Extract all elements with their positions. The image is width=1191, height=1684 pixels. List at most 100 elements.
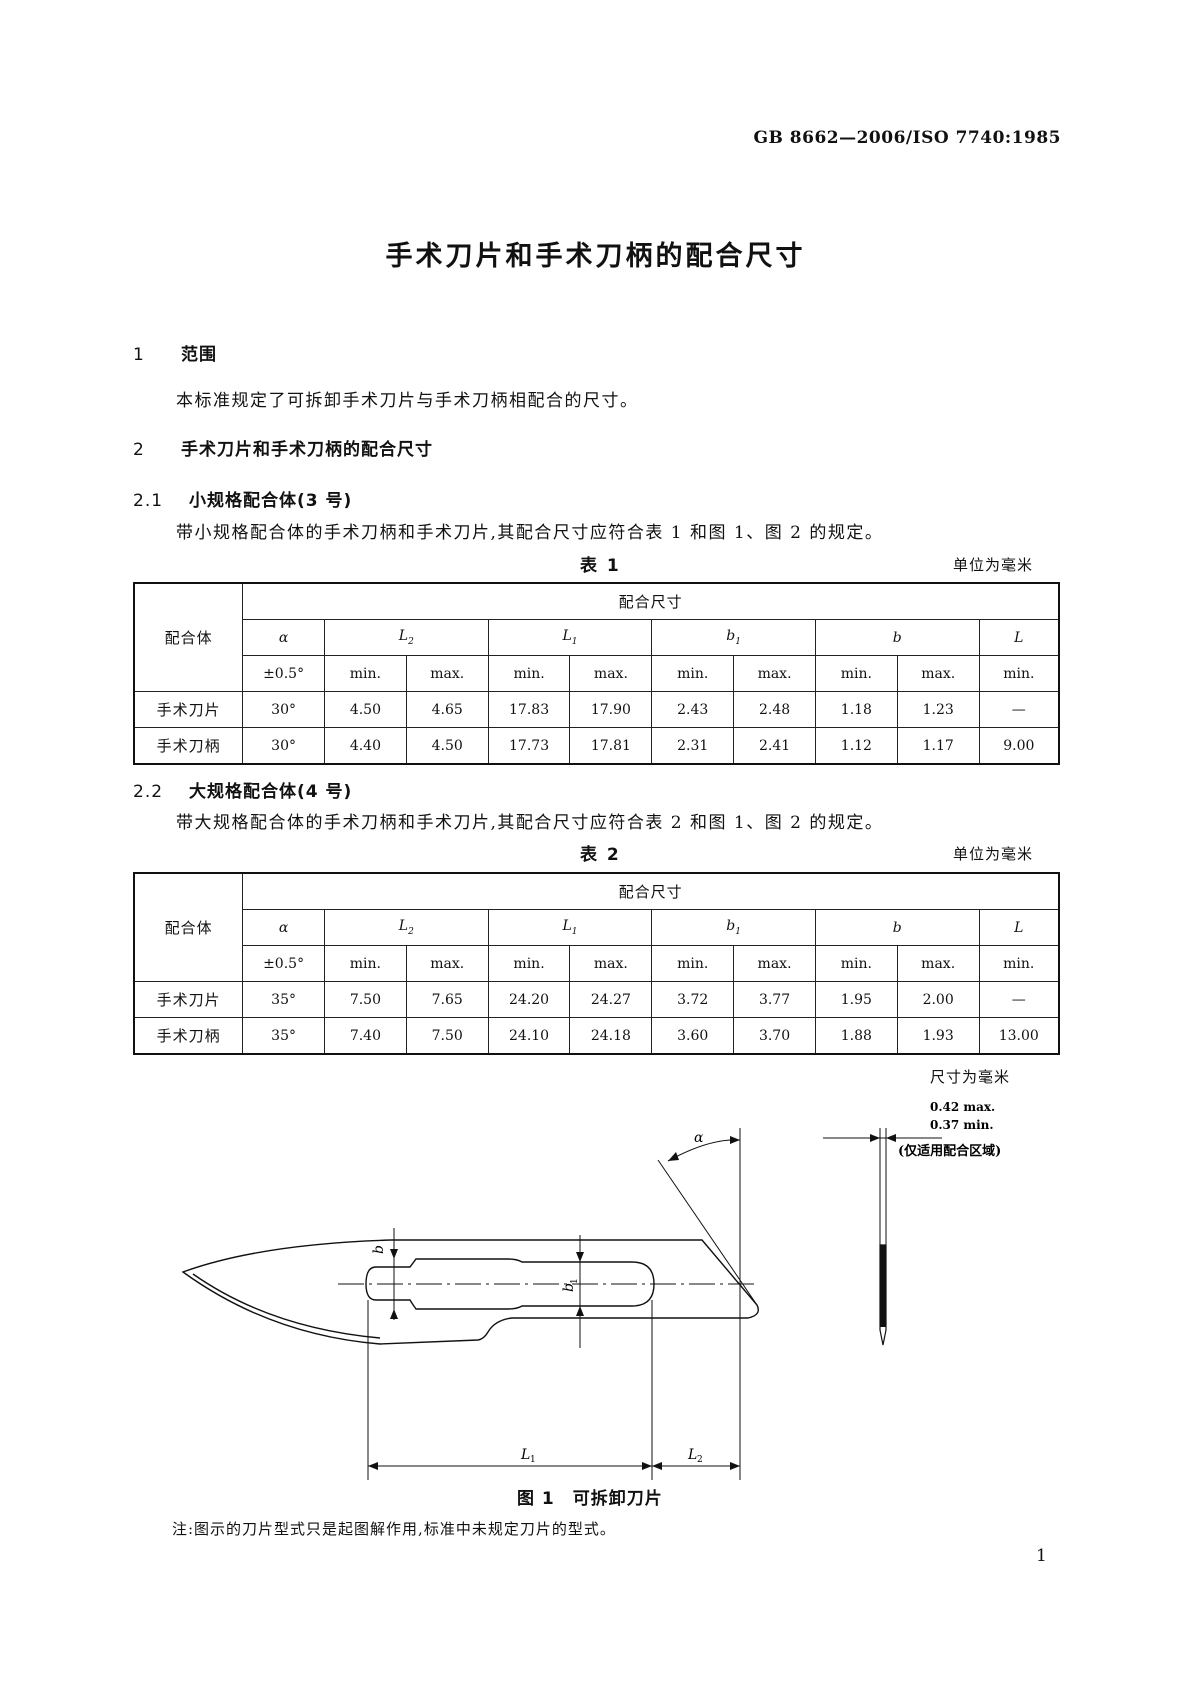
- min-header: min.: [814, 655, 898, 692]
- section-1-text: 本标准规定了可拆卸手术刀片与手术刀柄相配合的尺寸。: [176, 391, 639, 411]
- table-row: 手术刀柄 30° 4.40 4.50 17.73 17.81 2.31 2.41…: [133, 727, 1060, 765]
- param-b: b: [814, 619, 980, 656]
- figure-caption: 图 1 可拆卸刀片: [517, 1489, 663, 1509]
- table-cell: 13.00: [978, 1017, 1060, 1055]
- param-L1-subscript: 1: [571, 926, 578, 937]
- section-2-1-heading: 2.1 小规格配合体(3 号): [133, 486, 352, 511]
- label-b1-symbol: b: [561, 1283, 577, 1292]
- arrow-L2-left: [652, 1462, 662, 1470]
- table-cell: 17.90: [569, 691, 653, 728]
- label-b1: b 1: [561, 1278, 580, 1292]
- row-name: 手术刀片: [133, 981, 244, 1018]
- page-number: 1: [1036, 1546, 1047, 1566]
- param-b1-symbol: b: [726, 628, 736, 645]
- arrow-b1-bottom: [576, 1306, 584, 1316]
- table-cell: 3.77: [733, 981, 816, 1018]
- table-cell: 1.88: [814, 1017, 898, 1055]
- label-b1-subscript: 1: [570, 1278, 580, 1284]
- table-cell: 4.50: [405, 727, 489, 765]
- param-L1-symbol: L: [562, 628, 572, 645]
- max-header: max.: [733, 945, 816, 982]
- section-2-1-title: 小规格配合体(3 号): [189, 491, 353, 511]
- param-L: L: [978, 909, 1060, 946]
- max-header: max.: [405, 655, 489, 692]
- alpha-line: [657, 1159, 758, 1306]
- table-row: 手术刀片 30° 4.50 4.65 17.83 17.90 2.43 2.48…: [133, 691, 1060, 728]
- param-L1-subscript: 1: [571, 636, 578, 647]
- table-2: 配合体 配合尺寸 α L2 L1 b1 b L ±0.5° min. max. …: [133, 872, 1060, 1055]
- label-b: b: [371, 1245, 387, 1254]
- section-2-2-title: 大规格配合体(4 号): [189, 782, 353, 802]
- figure-unit: 尺寸为毫米: [930, 1068, 1011, 1086]
- section-2-title: 手术刀片和手术刀柄的配合尺寸: [181, 440, 433, 460]
- label-L2-subscript: 2: [697, 1455, 703, 1465]
- param-b1: b1: [651, 909, 816, 946]
- max-header: max.: [569, 655, 653, 692]
- param-L1: L1: [487, 619, 653, 656]
- table-cell: 2.43: [651, 691, 735, 728]
- section-2-1-text: 带小规格配合体的手术刀柄和手术刀片,其配合尺寸应符合表 1 和图 1、图 2 的…: [176, 523, 884, 543]
- table-cell: 30°: [242, 691, 325, 728]
- param-alpha: α: [242, 909, 325, 946]
- section-2-2-text: 带大规格配合体的手术刀柄和手术刀片,其配合尺寸应符合表 2 和图 1、图 2 的…: [176, 813, 884, 833]
- blade-slot: [365, 1258, 655, 1310]
- arrow-thick-right: [886, 1134, 896, 1142]
- table-cell: 24.20: [487, 981, 571, 1018]
- row-name: 手术刀片: [133, 691, 244, 728]
- table-1-unit: 单位为毫米: [953, 556, 1034, 574]
- table-cell: 1.12: [814, 727, 898, 765]
- min-header: min.: [651, 945, 735, 982]
- arrow-b1-top: [576, 1252, 584, 1262]
- section-1-title: 范围: [181, 345, 217, 365]
- param-L1-symbol: L: [562, 918, 572, 935]
- group-header-cell: 配合尺寸: [242, 872, 1060, 910]
- thickness-fit-zone: [880, 1245, 886, 1327]
- table-cell: 35°: [242, 981, 325, 1018]
- table-cell: 24.27: [569, 981, 653, 1018]
- section-2-number: 2: [133, 440, 145, 460]
- table-cell: —: [978, 981, 1060, 1018]
- param-L2-subscript: 2: [408, 636, 414, 647]
- group-header-cell: 配合尺寸: [242, 582, 1060, 620]
- arrow-b-bottom: [390, 1309, 398, 1319]
- min-header: min.: [324, 655, 407, 692]
- tolerance-cell: ±0.5°: [242, 655, 325, 692]
- param-L2-symbol: L: [398, 918, 409, 935]
- blade-outline: [181, 1239, 760, 1345]
- label-L1-subscript: 1: [530, 1455, 536, 1465]
- arrow-L2-right: [730, 1462, 740, 1470]
- table-2-caption: 表 2: [580, 845, 621, 865]
- label-thickness-note: (仅适用配合区域): [898, 1143, 1001, 1159]
- label-thickness-min: 0.37 min.: [930, 1118, 994, 1132]
- table-cell: 17.83: [487, 691, 571, 728]
- param-b1-symbol: b: [726, 918, 736, 935]
- table-1-caption: 表 1: [580, 556, 621, 576]
- table-cell: —: [978, 691, 1060, 728]
- param-alpha: α: [242, 619, 325, 656]
- arrow-L1-right: [642, 1462, 652, 1470]
- table-row: 手术刀柄 35° 7.40 7.50 24.10 24.18 3.60 3.70…: [133, 1017, 1060, 1055]
- section-1-number: 1: [133, 345, 145, 365]
- table-cell: 9.00: [978, 727, 1060, 765]
- min-header: min.: [487, 655, 571, 692]
- figure-note: 注:图示的刀片型式只是起图解作用,标准中未规定刀片的型式。: [172, 1520, 616, 1538]
- table-cell: 35°: [242, 1017, 325, 1055]
- param-L2-subscript: 2: [408, 926, 414, 937]
- param-b: b: [814, 909, 980, 946]
- section-2-2-number: 2.2: [133, 782, 164, 802]
- table-cell: 2.31: [651, 727, 735, 765]
- table-cell: 3.70: [733, 1017, 816, 1055]
- label-L2: L: [687, 1447, 697, 1463]
- table-cell: 24.10: [487, 1017, 571, 1055]
- param-b1-subscript: 1: [735, 636, 741, 647]
- table-cell: 1.93: [896, 1017, 980, 1055]
- alpha-arc: [667, 1139, 741, 1162]
- max-header: max.: [569, 945, 653, 982]
- table-cell: 4.50: [324, 691, 407, 728]
- section-2-2-heading: 2.2 大规格配合体(4 号): [133, 777, 352, 802]
- row-name: 手术刀柄: [133, 1017, 244, 1055]
- section-2-1-number: 2.1: [133, 491, 164, 511]
- section-1-heading: 1 范围: [133, 340, 217, 365]
- table-cell: 7.40: [324, 1017, 407, 1055]
